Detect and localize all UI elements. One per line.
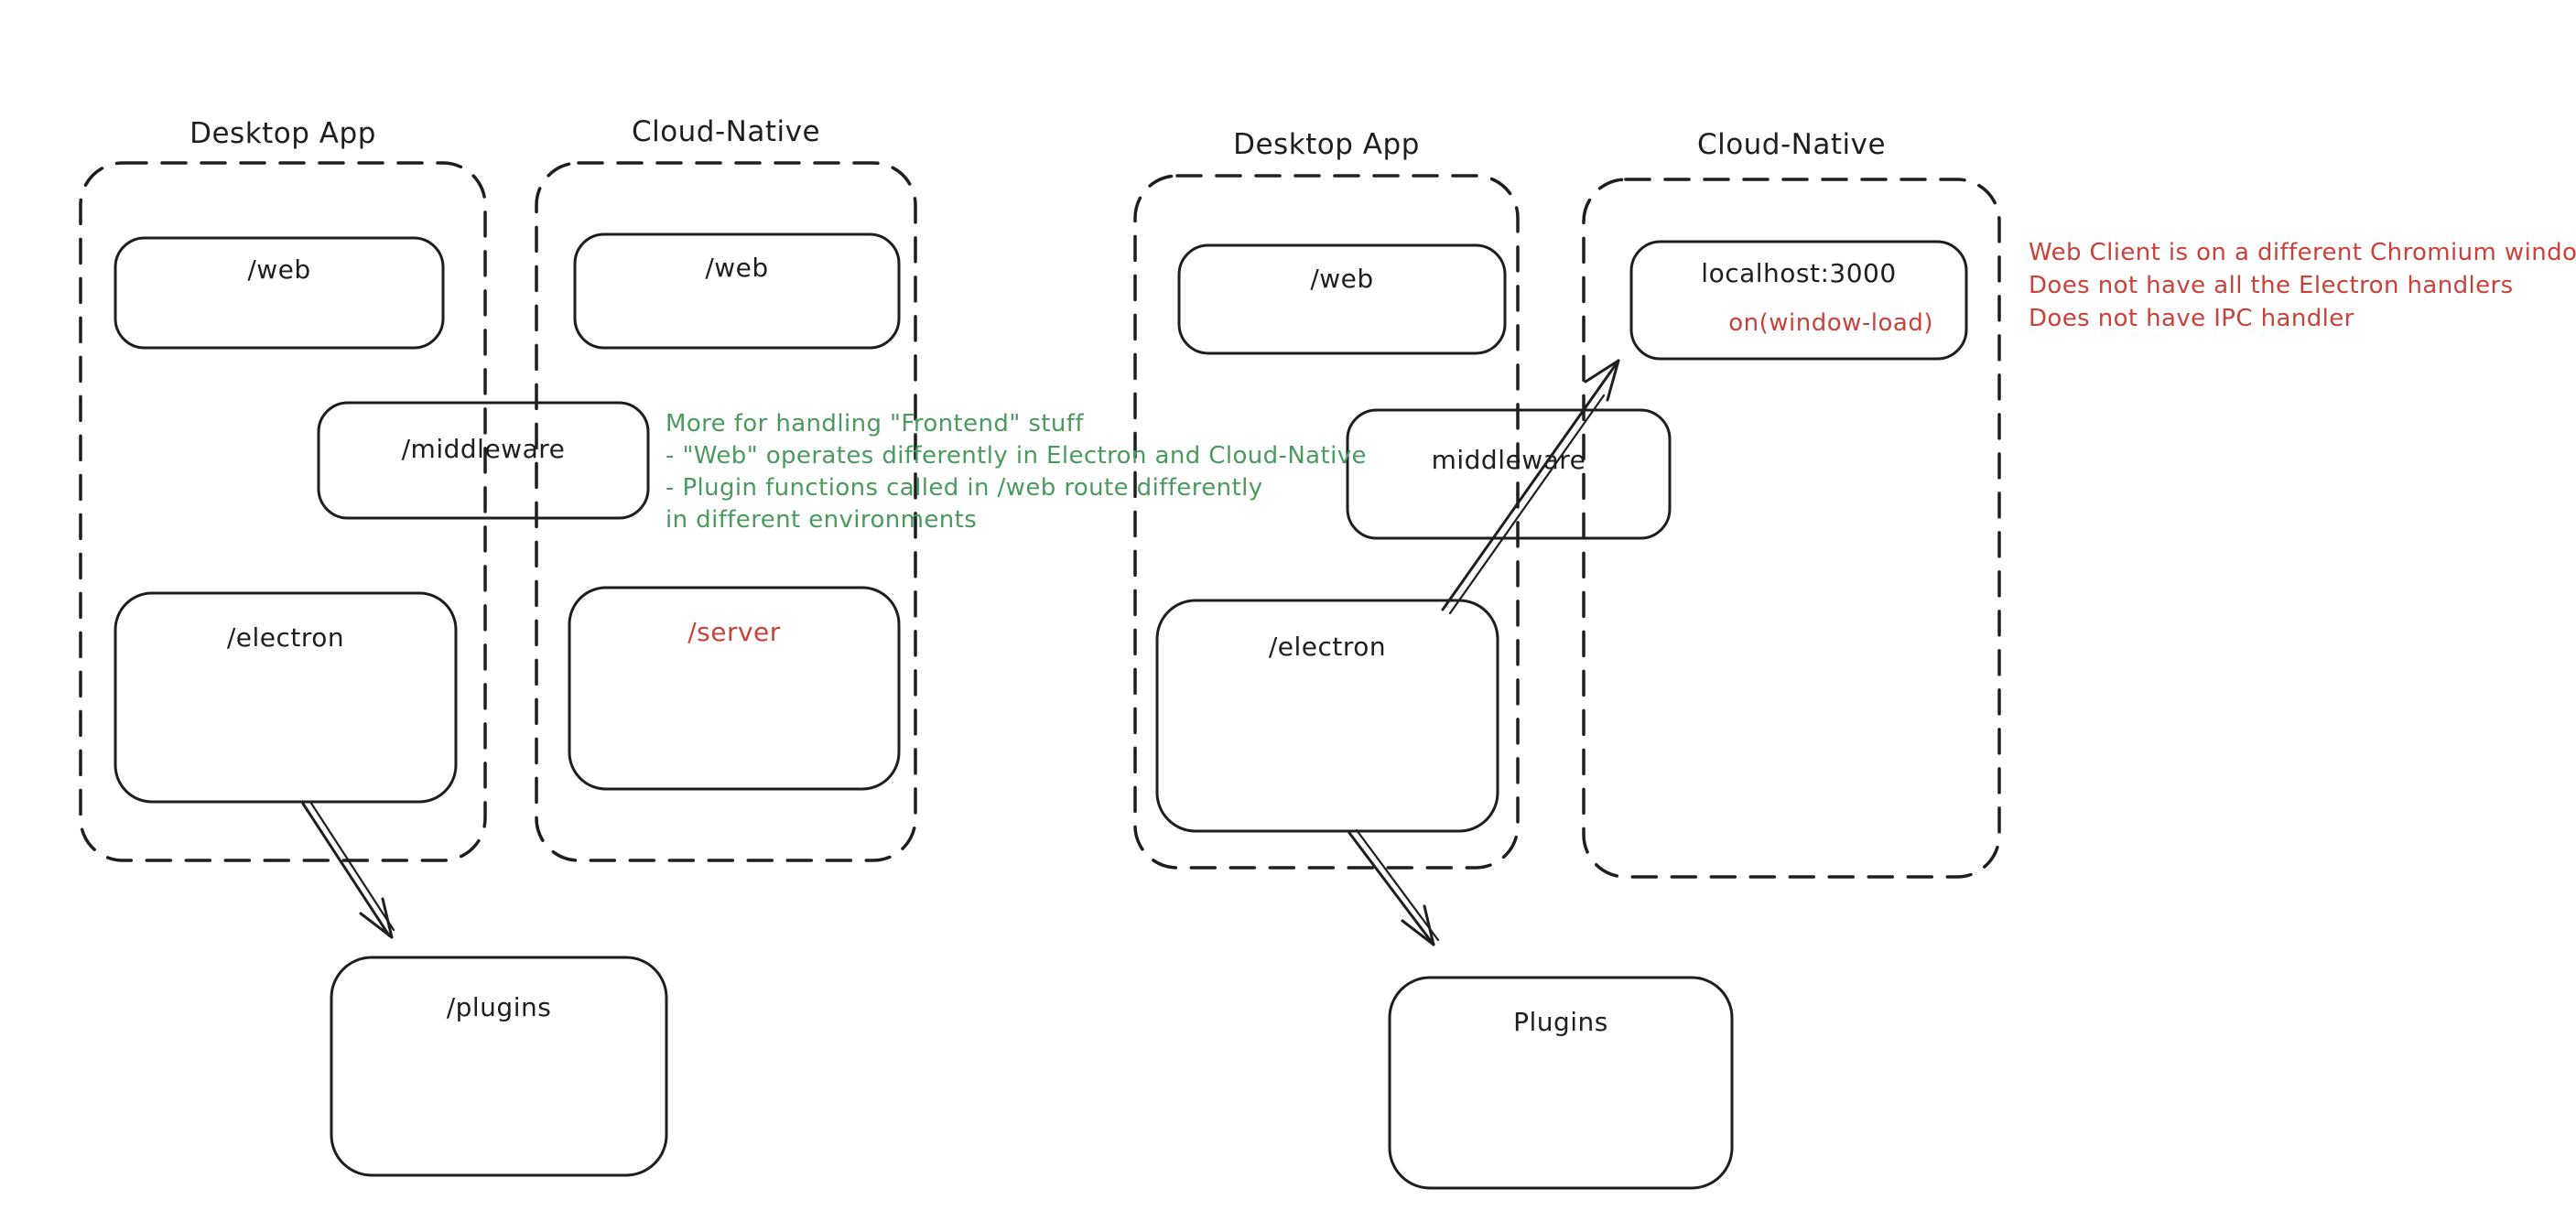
left-desktop-app-label: Desktop App <box>189 117 376 150</box>
left-web-cloud-box <box>573 232 901 350</box>
left-web-desktop-box <box>114 236 445 350</box>
right-electron-label: /electron <box>1268 632 1387 662</box>
right-localhost-box <box>1629 240 1968 361</box>
green-note-line-2: - "Web" operates differently in Electron… <box>666 442 1367 470</box>
green-middleware-note: More for handling "Frontend" stuff - "We… <box>666 408 1367 536</box>
left-cloud-native-label: Cloud-Native <box>631 115 821 148</box>
left-electron-box <box>114 591 458 804</box>
left-server-box <box>568 586 901 791</box>
red-web-client-note: Web Client is on a different Chromium wi… <box>2029 236 2576 335</box>
green-note-line-3: - Plugin functions called in /web route … <box>666 474 1263 502</box>
left-plugins-box <box>330 956 668 1177</box>
left-middleware-label: /middleware <box>401 434 566 464</box>
left-web-desktop-label: /web <box>247 254 311 285</box>
red-note-line-2: Does not have all the Electron handlers <box>2029 272 2514 299</box>
right-middleware-box <box>1346 408 1672 540</box>
red-note-line-3: Does not have IPC handler <box>2029 305 2354 332</box>
arrow-right-electron-to-localhost <box>1441 359 1620 615</box>
right-plugins-box <box>1388 976 1734 1190</box>
right-electron-box <box>1155 599 1499 833</box>
right-cloud-native-container <box>1582 178 2001 879</box>
right-middleware-label: middleware <box>1431 445 1586 475</box>
left-electron-label: /electron <box>226 622 345 653</box>
left-plugins-label: /plugins <box>446 992 552 1022</box>
green-note-line-4: in different environments <box>666 506 978 534</box>
left-desktop-app-container <box>79 161 487 862</box>
right-localhost-label: localhost:3000 <box>1701 258 1897 288</box>
right-desktop-app-label: Desktop App <box>1233 128 1420 161</box>
red-note-line-1: Web Client is on a different Chromium wi… <box>2029 239 2576 266</box>
green-note-line-1: More for handling "Frontend" stuff <box>666 410 1084 438</box>
left-middleware-box <box>317 401 650 520</box>
right-plugins-label: Plugins <box>1513 1007 1608 1037</box>
left-server-label: /server <box>687 617 781 647</box>
arrow-left-electron-to-plugins <box>301 800 395 939</box>
right-window-load-label: on(window-load) <box>1728 309 1933 337</box>
right-cloud-native-label: Cloud-Native <box>1696 128 1887 161</box>
right-desktop-app-container <box>1133 174 1520 870</box>
left-web-cloud-label: /web <box>705 253 769 283</box>
right-web-box <box>1177 243 1507 355</box>
left-cloud-native-container <box>535 161 917 862</box>
right-web-label: /web <box>1310 264 1374 294</box>
arrow-right-electron-to-plugins <box>1348 828 1440 946</box>
